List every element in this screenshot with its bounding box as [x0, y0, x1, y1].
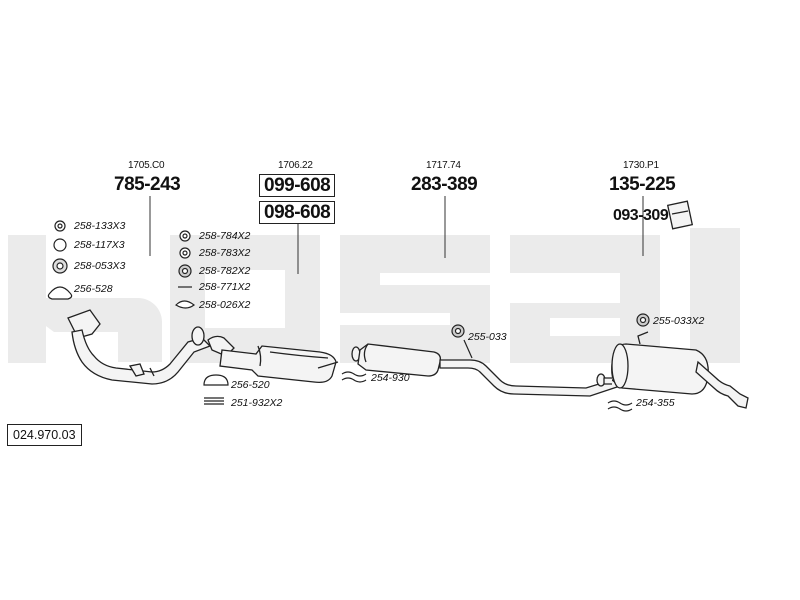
accessory-label[interactable]: 254-355 [636, 397, 675, 409]
ref-label-1: 1705.C0 [128, 160, 165, 171]
part-number-2b[interactable]: 098-608 [259, 201, 336, 224]
diagram-code-box: 024.970.03 [7, 424, 82, 446]
accessory-icons [47, 220, 650, 412]
accessory-label[interactable]: 258-053X3 [74, 260, 126, 272]
part-number-3[interactable]: 283-389 [411, 174, 478, 195]
centre-silencer [351, 343, 622, 397]
accessory-label[interactable]: 255-033 [468, 331, 507, 343]
accessory-label[interactable]: 256-520 [231, 379, 270, 391]
accessory-label[interactable]: 258-117X3 [74, 239, 125, 251]
ref-label-3: 1717.74 [426, 160, 461, 171]
leader-lines [149, 196, 644, 274]
accessory-label[interactable]: 258-026X2 [199, 299, 251, 311]
accessory-label[interactable]: 256-528 [74, 283, 113, 295]
part-number-4[interactable]: 135-225 [609, 174, 676, 195]
accessory-label[interactable]: 258-782X2 [199, 265, 251, 277]
accessory-label[interactable]: 254-930 [371, 372, 410, 384]
part-number-4b[interactable]: 093-309 [613, 207, 669, 224]
ref-label-4: 1730.P1 [623, 160, 659, 171]
accessory-label[interactable]: 258-783X2 [199, 247, 251, 259]
ref-label-2: 1706.22 [278, 160, 313, 171]
accessory-label[interactable]: 255-033X2 [653, 315, 705, 327]
front-pipe [67, 309, 212, 385]
part-number-2a[interactable]: 099-608 [259, 174, 336, 197]
catalytic-converter [207, 335, 339, 384]
part-number-1[interactable]: 785-243 [114, 174, 181, 195]
accessory-label[interactable]: 258-784X2 [199, 230, 251, 242]
accessory-label[interactable]: 251-932X2 [231, 397, 283, 409]
accessory-label[interactable]: 258-133X3 [74, 220, 126, 232]
watermark-logo [8, 228, 740, 363]
accessory-label[interactable]: 258-771X2 [199, 281, 251, 293]
rear-silencer [603, 200, 749, 409]
